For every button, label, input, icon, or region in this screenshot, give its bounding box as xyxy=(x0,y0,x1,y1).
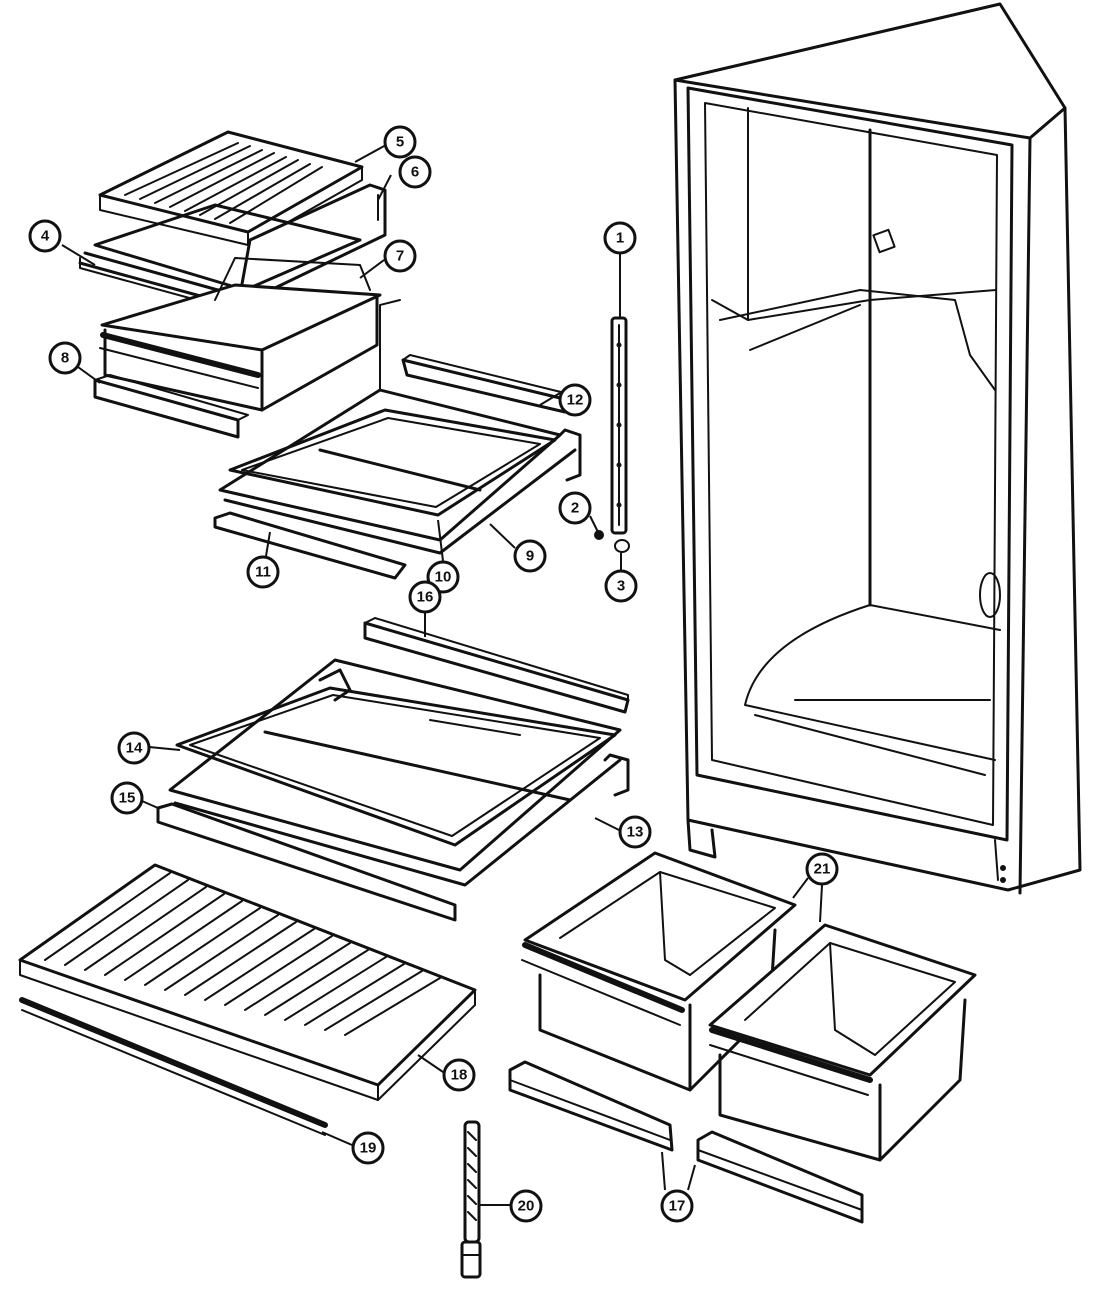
callout-11-label: 11 xyxy=(255,564,271,581)
freezer-tray xyxy=(99,257,382,412)
callout-11: 11 xyxy=(246,555,280,589)
freezer-tray-cover xyxy=(93,374,249,439)
callout-16-label: 16 xyxy=(417,589,434,606)
upper-shelf-frame xyxy=(218,299,582,555)
callout-1: 1 xyxy=(603,221,637,255)
crisper-cover-front-trim xyxy=(19,997,328,1136)
refrigerator-cabinet xyxy=(673,2,1082,895)
callout-3-label: 3 xyxy=(617,578,625,595)
callout-16: 16 xyxy=(408,580,442,614)
callout-6-label: 6 xyxy=(411,164,419,181)
lower-shelf-rear-trim xyxy=(363,617,630,714)
leader-lines xyxy=(61,144,823,1206)
callout-12: 12 xyxy=(558,383,592,417)
callout-1-label: 1 xyxy=(616,230,624,247)
callout-9-label: 9 xyxy=(526,548,534,565)
callout-4: 4 xyxy=(28,219,62,253)
callout-8-label: 8 xyxy=(61,350,69,367)
callout-2-label: 2 xyxy=(571,500,579,517)
callout-15-label: 15 xyxy=(119,790,136,807)
crisper-drawer-right xyxy=(708,923,977,1162)
callout-4-label: 4 xyxy=(41,228,50,245)
callout-10-label: 10 xyxy=(435,569,452,586)
crisper-cover-grille xyxy=(18,863,477,1101)
callout-9: 9 xyxy=(513,539,547,573)
callout-21-label: 21 xyxy=(814,861,831,878)
callout-3: 3 xyxy=(604,569,638,603)
crisper-trim-left xyxy=(508,1060,674,1152)
freezer-shelf-frame xyxy=(78,203,362,306)
callout-19: 19 xyxy=(351,1131,385,1165)
callout-13: 13 xyxy=(618,815,652,849)
crisper-support-standard xyxy=(460,1120,482,1279)
callout-15: 15 xyxy=(110,781,144,815)
callout-12-label: 12 xyxy=(567,392,584,409)
callout-18: 18 xyxy=(442,1058,476,1092)
callout-7: 7 xyxy=(383,239,417,273)
callout-14-label: 14 xyxy=(126,740,143,757)
support-screw xyxy=(594,530,604,540)
callout-18-label: 18 xyxy=(451,1067,468,1084)
callout-13-label: 13 xyxy=(627,824,644,841)
freezer-wire-shelf xyxy=(98,130,364,246)
shelf-support-standard xyxy=(610,316,628,535)
lower-shelf-frame xyxy=(168,658,630,887)
callout-7-label: 7 xyxy=(396,248,404,265)
callout-17: 17 xyxy=(660,1189,694,1223)
lower-glass-shelf xyxy=(175,686,617,847)
crisper-trim-right xyxy=(696,1130,864,1224)
upper-shelf-front-trim xyxy=(213,511,407,580)
lower-shelf-front-trim xyxy=(156,802,457,922)
support-foot xyxy=(614,539,630,553)
callout-20: 20 xyxy=(509,1189,543,1223)
callout-2: 2 xyxy=(558,491,592,525)
callout-20-label: 20 xyxy=(518,1198,535,1215)
callout-17-label: 17 xyxy=(669,1198,686,1215)
callout-5-label: 5 xyxy=(396,134,404,151)
callout-21: 21 xyxy=(805,852,839,886)
callout-14: 14 xyxy=(117,731,151,765)
callout-8: 8 xyxy=(48,341,82,375)
callout-6: 6 xyxy=(398,155,432,189)
crisper-drawer-left xyxy=(521,851,797,1092)
callout-5: 5 xyxy=(383,125,417,159)
upper-glass-shelf xyxy=(228,408,557,517)
callout-19-label: 19 xyxy=(360,1140,377,1157)
